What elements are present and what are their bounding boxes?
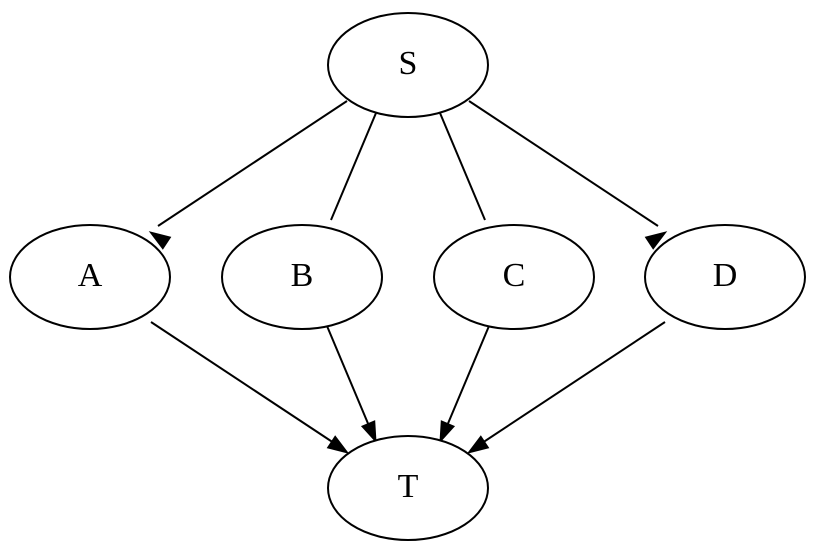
- arrowhead-icon: [466, 435, 490, 454]
- edge-d-to-t: [466, 321, 666, 454]
- arrowhead-icon: [326, 435, 350, 454]
- node-t[interactable]: T: [327, 435, 489, 541]
- arrowhead-icon: [644, 231, 668, 250]
- node-ellipse[interactable]: [221, 224, 383, 330]
- node-c[interactable]: C: [433, 224, 595, 330]
- node-ellipse[interactable]: [644, 224, 806, 330]
- node-label: T: [398, 468, 419, 505]
- edge-line: [326, 325, 373, 434]
- edge-line: [439, 112, 486, 221]
- node-b[interactable]: B: [221, 224, 383, 330]
- node-label: A: [78, 257, 103, 294]
- node-label: C: [503, 257, 526, 294]
- node-ellipse[interactable]: [327, 12, 489, 118]
- node-label: D: [713, 257, 738, 294]
- node-ellipse[interactable]: [9, 224, 171, 330]
- node-a[interactable]: A: [9, 224, 171, 330]
- arrowhead-icon: [439, 420, 456, 444]
- arrowhead-icon: [360, 420, 377, 444]
- edge-line: [150, 321, 341, 448]
- edge-line: [443, 325, 490, 434]
- edge-line: [330, 112, 377, 221]
- node-s[interactable]: S: [327, 12, 489, 118]
- nodes-layer: S A B C D T: [9, 12, 806, 541]
- edge-s-to-d: [468, 100, 668, 250]
- node-label: S: [399, 45, 418, 82]
- edge-line: [475, 321, 666, 448]
- edge-s-to-a: [148, 100, 348, 250]
- edge-line: [468, 100, 659, 227]
- node-ellipse[interactable]: [327, 435, 489, 541]
- node-ellipse[interactable]: [433, 224, 595, 330]
- arrowhead-icon: [148, 231, 172, 250]
- edge-b-to-t: [326, 325, 377, 444]
- edge-c-to-t: [439, 325, 490, 444]
- edge-a-to-t: [150, 321, 350, 454]
- node-d[interactable]: D: [644, 224, 806, 330]
- node-label: B: [291, 257, 314, 294]
- edge-line: [157, 100, 348, 227]
